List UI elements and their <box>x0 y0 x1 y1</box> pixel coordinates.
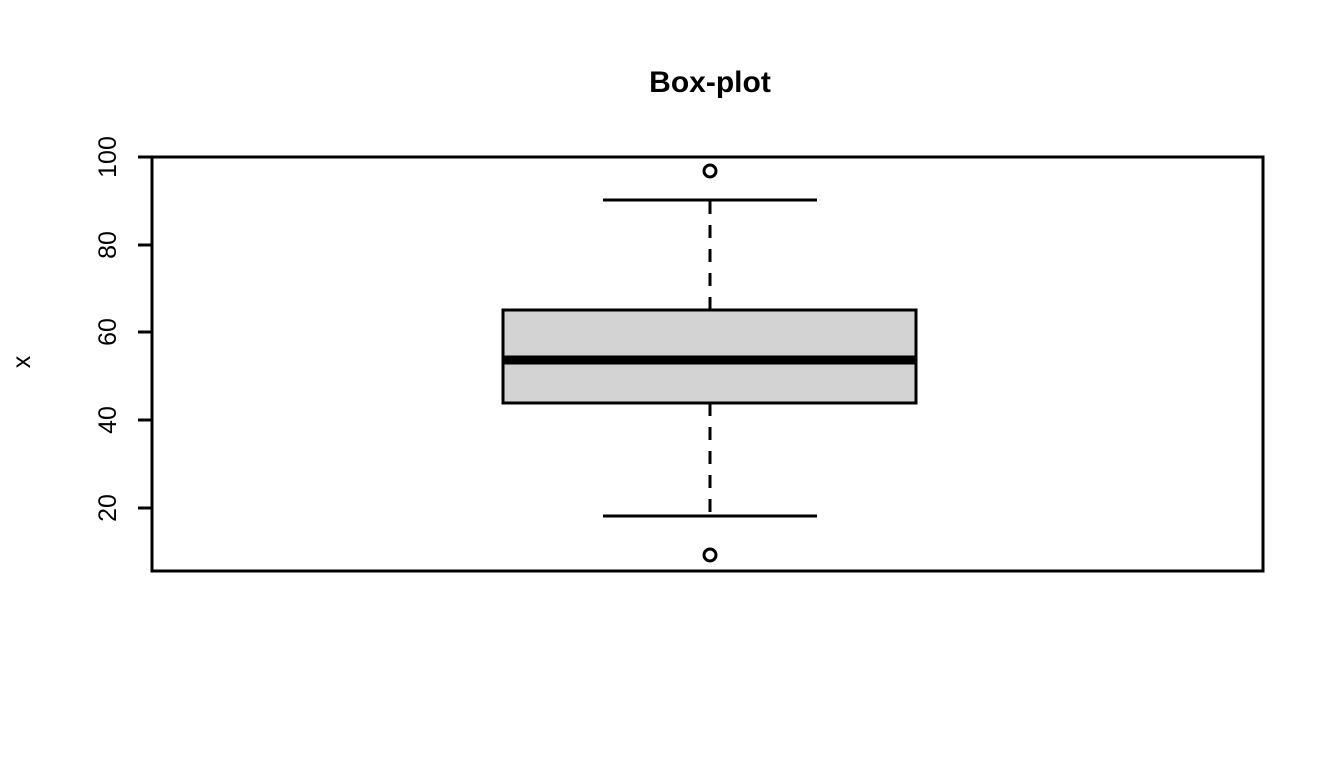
boxplot-series-x <box>501 163 918 563</box>
y-axis-label: x <box>8 355 36 368</box>
y-tick-label-80: 80 <box>94 231 122 259</box>
y-tick-label-40: 40 <box>94 406 122 434</box>
y-tick-label-100: 100 <box>94 136 122 178</box>
outlier-point-upper <box>702 163 718 179</box>
outlier-point-lower <box>702 547 718 563</box>
plot-frame <box>150 155 1265 573</box>
page-title: Box-plot <box>649 66 771 99</box>
y-tick-label-20: 20 <box>94 494 122 522</box>
y-tick-label-60: 60 <box>94 318 122 346</box>
